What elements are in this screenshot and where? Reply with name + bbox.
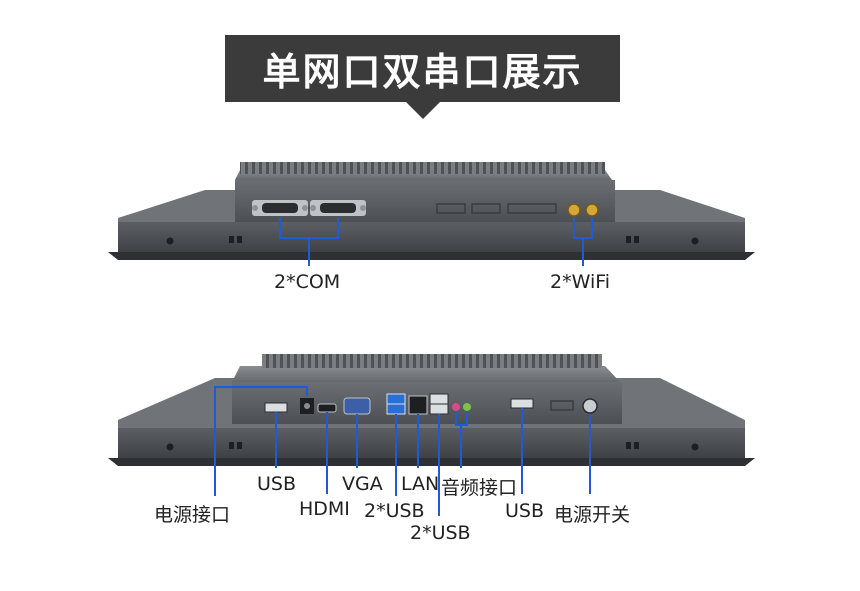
bottom-device bbox=[108, 354, 755, 516]
blank-slot bbox=[550, 400, 574, 411]
audio-jack-mic bbox=[452, 403, 460, 411]
screw-icon bbox=[691, 237, 699, 245]
label-usb-pair-2: 2*USB bbox=[410, 522, 471, 544]
label-usb-right: USB bbox=[505, 500, 545, 522]
label-usb-left: USB bbox=[257, 473, 297, 495]
blank-slot bbox=[507, 203, 557, 214]
label-usb-pair-1: 2*USB bbox=[364, 500, 425, 522]
label-2-com: 2*COM bbox=[274, 271, 341, 293]
vga-port bbox=[343, 397, 371, 415]
top-panel-bottom-lip bbox=[108, 252, 755, 260]
com-port-1 bbox=[252, 200, 308, 216]
screw-icon bbox=[691, 443, 699, 451]
vent-slot bbox=[229, 236, 234, 243]
audio-jack-line bbox=[463, 403, 471, 411]
label-power-switch: 电源开关 bbox=[554, 504, 631, 526]
bottom-panel-bottom-lip bbox=[108, 458, 755, 466]
banner-title: 单网口双串口展示 bbox=[262, 52, 583, 94]
vent-slot bbox=[237, 236, 242, 243]
power-button-icon bbox=[582, 398, 598, 414]
vent-slot bbox=[626, 442, 631, 449]
label-lan: LAN bbox=[401, 473, 440, 495]
screw-icon bbox=[166, 443, 174, 451]
power-port-callout bbox=[214, 386, 308, 496]
vent-slot bbox=[229, 442, 234, 449]
wifi-antenna-2 bbox=[585, 203, 599, 217]
label-audio: 音频接口 bbox=[441, 477, 518, 499]
wifi-antenna-1 bbox=[567, 203, 581, 217]
label-vga: VGA bbox=[342, 473, 383, 495]
usb-port-left bbox=[264, 402, 288, 413]
blank-slot bbox=[471, 203, 501, 214]
usb-port-right bbox=[510, 398, 534, 409]
bottom-box-top bbox=[232, 366, 620, 382]
label-2-wifi: 2*WiFi bbox=[550, 271, 611, 293]
blank-slot bbox=[436, 203, 466, 214]
top-panel-edge bbox=[118, 222, 745, 252]
bottom-panel-edge bbox=[118, 428, 745, 458]
label-hdmi: HDMI bbox=[299, 498, 350, 520]
vent-slot bbox=[634, 442, 639, 449]
banner-pointer bbox=[405, 101, 441, 119]
screw-icon bbox=[166, 237, 174, 245]
power-jack-pin bbox=[304, 403, 310, 409]
vent-slot bbox=[237, 442, 242, 449]
com-port-2 bbox=[310, 200, 366, 216]
top-device bbox=[108, 162, 755, 266]
vent-slot bbox=[634, 236, 639, 243]
vent-slot bbox=[626, 236, 631, 243]
hdmi-port bbox=[317, 403, 337, 413]
label-power-port: 电源接口 bbox=[154, 504, 231, 526]
bottom-box-fins bbox=[262, 354, 602, 368]
top-box-fins bbox=[240, 162, 605, 174]
lan-port bbox=[408, 395, 428, 415]
title-banner: 单网口双串口展示 bbox=[225, 35, 620, 102]
